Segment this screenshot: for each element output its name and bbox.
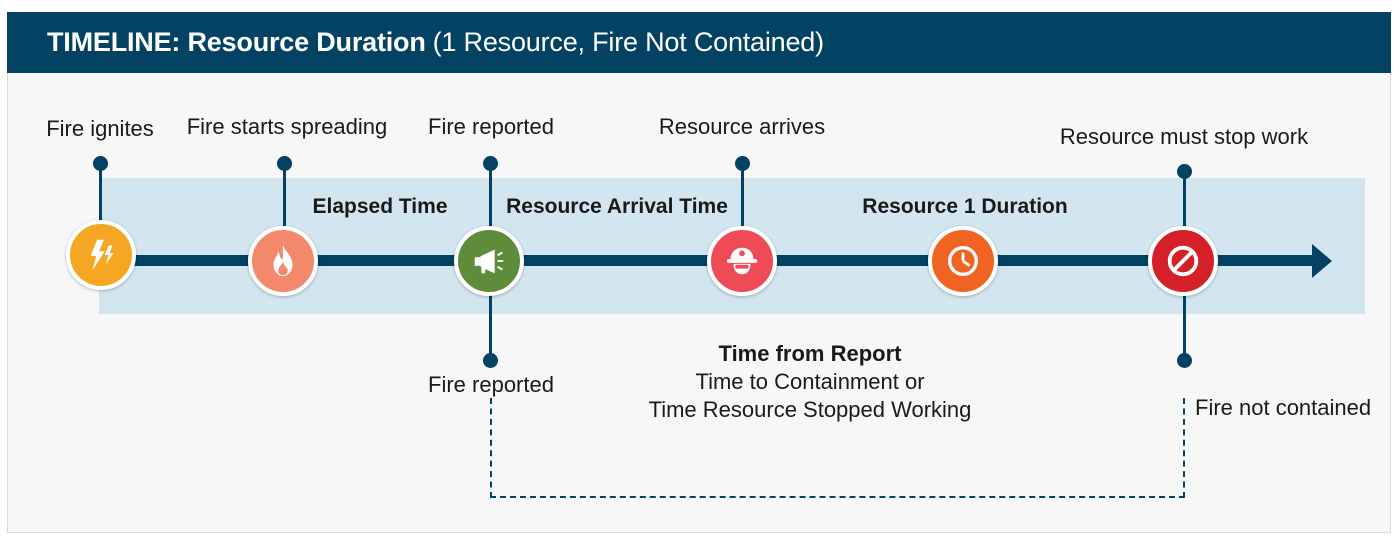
time-from-report-block: Time from Report Time to Containment or … xyxy=(649,340,972,424)
label-resource-stop: Resource must stop work xyxy=(1059,124,1309,149)
timeline-arrowhead xyxy=(1312,244,1332,278)
report-to-end-bracket xyxy=(490,398,1185,498)
label-fire-reported-top: Fire reported xyxy=(428,114,554,139)
time-from-report-line1: Time to Containment or xyxy=(695,369,925,394)
prohibited-icon xyxy=(1148,226,1218,296)
label-resource-arrives: Resource arrives xyxy=(658,114,826,139)
stem-stop-top xyxy=(1183,170,1186,230)
firefighter-icon xyxy=(707,226,777,296)
label-fire-spreading: Fire starts spreading xyxy=(186,114,388,139)
dot-report-bottom xyxy=(483,353,498,368)
stem-arrive xyxy=(741,163,744,228)
diagram-header: TIMELINE: Resource Duration (1 Resource,… xyxy=(7,12,1391,73)
segment-resource-duration: Resource 1 Duration xyxy=(862,195,1068,218)
stem-report-top xyxy=(489,163,492,228)
segment-arrival-time: Resource Arrival Time xyxy=(506,195,728,218)
dot-spread xyxy=(277,156,292,171)
header-title-rest: (1 Resource, Fire Not Contained) xyxy=(432,27,824,57)
label-fire-not-contained: Fire not contained xyxy=(1195,395,1372,420)
stem-ignite xyxy=(99,163,102,223)
lightning-icon xyxy=(66,220,136,290)
stem-spread xyxy=(283,163,286,228)
dot-ignite xyxy=(93,156,108,171)
stem-stop-bottom xyxy=(1183,292,1186,360)
clock-icon xyxy=(928,226,998,296)
megaphone-icon xyxy=(454,226,524,296)
dot-stop-top xyxy=(1177,164,1192,179)
dot-stop-bottom xyxy=(1177,353,1192,368)
time-from-report-line2: Time Resource Stopped Working xyxy=(648,397,972,422)
dot-arrive xyxy=(735,156,750,171)
time-from-report-title: Time from Report xyxy=(718,341,902,366)
label-fire-ignites: Fire ignites xyxy=(46,116,154,141)
segment-elapsed-time: Elapsed Time xyxy=(312,195,448,218)
stem-report-bottom xyxy=(489,292,492,360)
flame-icon xyxy=(248,226,318,296)
header-title-bold: TIMELINE: Resource Duration xyxy=(47,27,426,57)
label-fire-reported-bottom: Fire reported xyxy=(428,372,554,397)
dot-report-top xyxy=(483,156,498,171)
